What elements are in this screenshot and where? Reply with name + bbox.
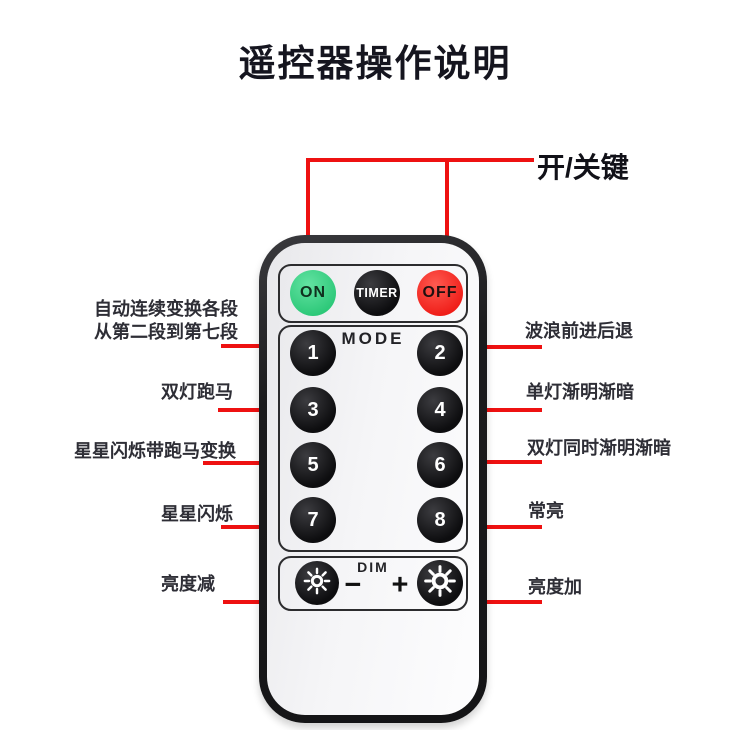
callout-line-mode8 (482, 525, 542, 529)
off-button[interactable]: OFF (417, 270, 463, 316)
mode-button-3[interactable]: 3 (290, 387, 336, 433)
mode-button-6[interactable]: 6 (417, 442, 463, 488)
callout-line-dim-minus (223, 600, 285, 604)
callout-label-mode8: 常亮 (528, 501, 564, 521)
mode-button-1[interactable]: 1 (290, 330, 336, 376)
callout-line-mode4 (482, 408, 542, 412)
callout-line-mode6 (482, 460, 542, 464)
mode-button-section (278, 325, 468, 552)
callout-label-mode2: 波浪前进后退 (525, 321, 633, 341)
mode-button-2[interactable]: 2 (417, 330, 463, 376)
dim-section-label: DIM (357, 559, 389, 575)
power-callout-line-to-on (306, 158, 310, 268)
power-callout-line-horizontal (306, 158, 534, 162)
callout-line-mode1 (221, 344, 285, 348)
callout-label-mode5: 星星闪烁带跑马变换 (74, 441, 236, 461)
callout-label-mode4: 单灯渐明渐暗 (526, 382, 634, 402)
remote-control-body: ON TIMER OFF MODE 1 2 3 4 5 6 7 8 DIM (259, 235, 487, 723)
callout-label-dim-minus: 亮度减 (161, 574, 215, 594)
callout-line-mode7 (221, 525, 285, 529)
timer-button[interactable]: TIMER (354, 270, 400, 316)
callout-label-mode7: 星星闪烁 (161, 504, 233, 524)
dim-minus-sign: − (344, 568, 362, 601)
callout-line-mode2 (482, 345, 542, 349)
callout-line-dim-plus (482, 600, 542, 604)
dim-brightness-up-button[interactable] (417, 560, 463, 606)
brightness-down-icon (302, 566, 332, 601)
callout-line-mode3 (218, 408, 285, 412)
mode-button-8[interactable]: 8 (417, 497, 463, 543)
brightness-up-icon (423, 564, 457, 603)
power-callout-label: 开/关键 (537, 152, 629, 183)
callout-label-mode1: 自动连续变换各段 从第二段到第七段 (94, 299, 238, 342)
dim-button-section (278, 556, 468, 611)
callout-label-mode3: 双灯跑马 (161, 382, 233, 402)
mode-button-4[interactable]: 4 (417, 387, 463, 433)
power-button-section (278, 264, 468, 323)
callout-label-mode6: 双灯同时渐明渐暗 (527, 438, 671, 458)
on-button[interactable]: ON (290, 270, 336, 316)
power-callout-line-to-off (445, 158, 449, 268)
dim-plus-sign: + (391, 568, 409, 601)
dim-brightness-down-button[interactable] (295, 561, 339, 605)
mode-section-label: MODE (341, 329, 405, 348)
mode-button-5[interactable]: 5 (290, 442, 336, 488)
page-title: 遥控器操作说明 (238, 43, 512, 84)
remote-control-face: ON TIMER OFF MODE 1 2 3 4 5 6 7 8 DIM (267, 243, 479, 715)
callout-line-mode5 (203, 461, 285, 465)
callout-label-dim-plus: 亮度加 (528, 577, 582, 597)
mode-button-7[interactable]: 7 (290, 497, 336, 543)
